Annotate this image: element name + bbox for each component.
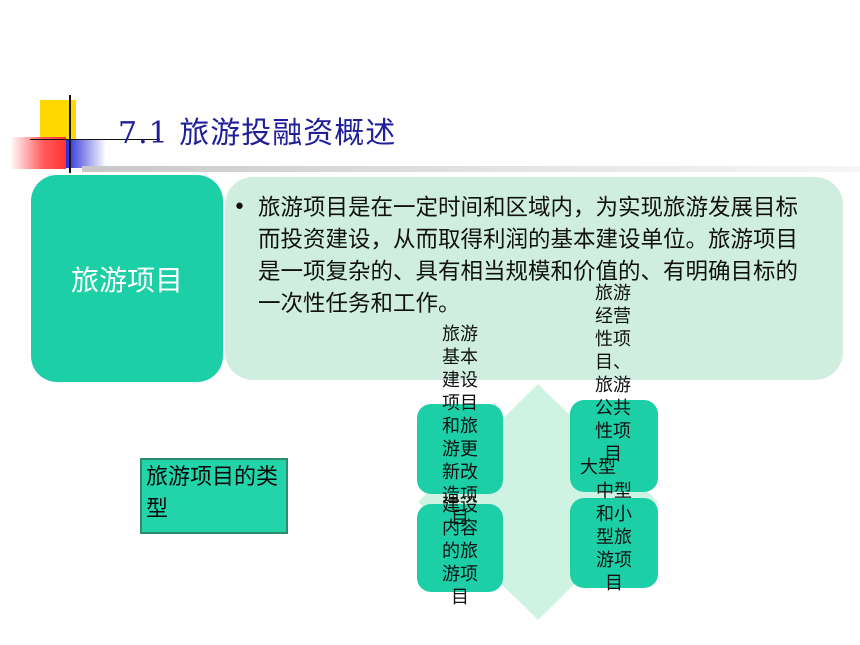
type-tile-4 [570,498,658,588]
title-decoration-vertical-line [69,95,71,173]
types-box [140,458,288,534]
title-decoration-red [10,137,66,169]
types-label: 旅游项目的类型 [146,465,279,522]
title-underline [82,166,860,172]
title-decoration-horizontal-line [30,139,160,140]
title-decoration-blue [66,140,106,168]
definition-panel [225,177,843,380]
type-tile-3 [570,400,658,492]
slide-title: 7.1 旅游投融资概述 [118,116,397,151]
bullet-marker: • [233,195,246,220]
definition-header-label: 旅游项目 [70,263,183,297]
type-text-left-upper: 旅游基本建设项目和旅游更新改造项目 [442,324,478,529]
definition-header-box [31,175,223,382]
type-tile-2 [417,504,503,592]
type-text-right-upper: 旅游经营性项目、旅游公共性项目 [595,283,631,465]
type-text-left-lower: 建设内容的旅游项目 [442,495,478,608]
definition-text: 旅游项目是在一定时间和区域内，为实现旅游发展目标而投资建设，从而取得利润的基本建… [258,195,799,317]
type-text-right-top: 大型 [580,457,616,478]
type-text-right-lower: 中型和小型旅游项目 [596,481,632,594]
type-tile-1 [417,404,503,494]
